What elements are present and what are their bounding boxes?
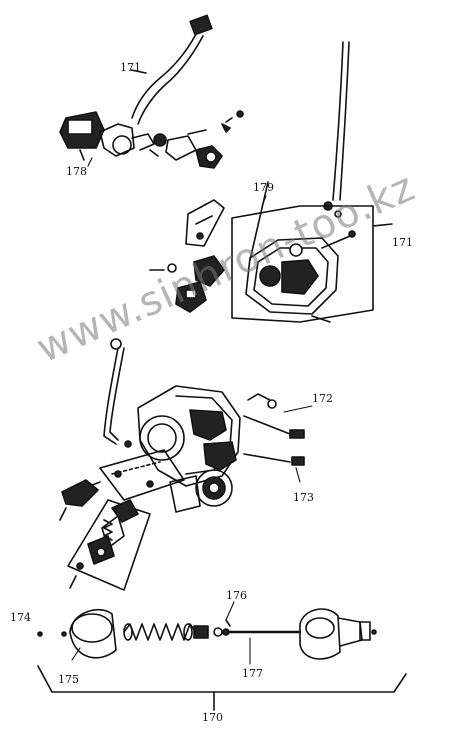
float-chamber-cover-179 — [245, 181, 356, 323]
wire-harness-171 — [130, 14, 213, 125]
callout-171-top: 171 — [120, 61, 141, 74]
diaphragm-cover-175 — [37, 608, 117, 659]
callout-173: 173 — [293, 491, 314, 504]
callout-171-right: 171 — [392, 236, 413, 249]
piston-valve — [299, 608, 377, 660]
linkage-bracket — [59, 479, 99, 521]
callout-175: 175 — [58, 673, 79, 686]
float-chamber-frame — [231, 205, 393, 323]
choke-assembly-178 — [59, 110, 244, 169]
callout-179: 179 — [253, 181, 274, 194]
float-and-needle — [149, 199, 225, 313]
carburetor-body — [137, 385, 305, 513]
leader-lines — [71, 157, 313, 665]
accelerator-pump-frame — [67, 499, 151, 591]
jet-needle-176-177 — [193, 619, 302, 639]
bracket-170 — [37, 665, 407, 711]
callout-176: 176 — [226, 589, 247, 602]
callout-172: 172 — [312, 392, 333, 405]
callout-177: 177 — [242, 667, 263, 680]
callout-174: 174 — [10, 611, 31, 624]
callout-178: 178 — [66, 165, 87, 178]
piston-spring — [123, 623, 197, 641]
callout-170: 170 — [202, 711, 223, 724]
vacuum-hose-left — [103, 338, 132, 448]
